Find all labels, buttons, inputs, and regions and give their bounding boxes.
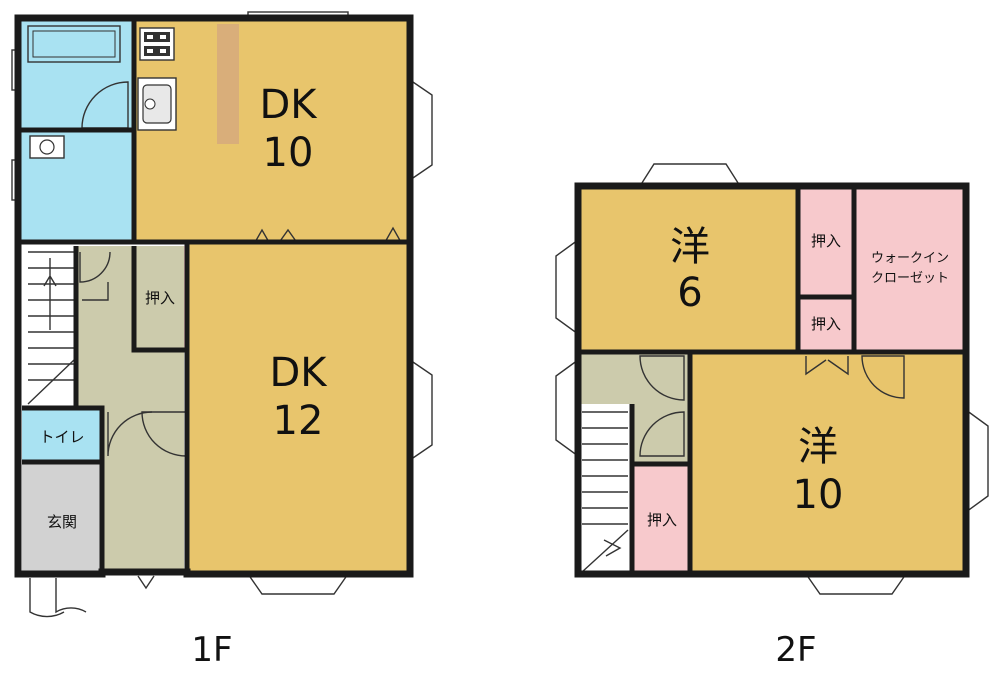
floor-1-plan [11, 11, 433, 618]
stair-area-2f [578, 404, 632, 574]
stairs-2f [581, 411, 629, 573]
toilet-cover [22, 410, 102, 462]
western6-size: 6 [677, 270, 702, 316]
closet-1f-label: 押入 [145, 289, 175, 307]
closet-2f-mid [800, 298, 852, 350]
floor-2-label: 2F [775, 630, 816, 670]
closet-2f-stairs [634, 464, 690, 574]
stairs-1f [27, 251, 75, 405]
walkin-closet-label-2: クローゼット [871, 271, 949, 286]
dk12-room [187, 242, 410, 574]
walkin-closet [856, 186, 966, 352]
entrance-room [22, 464, 102, 572]
entrance-label: 玄関 [47, 513, 77, 531]
dk10-room [134, 18, 410, 242]
closet-2f-mid-label: 押入 [811, 315, 841, 333]
western10-size: 10 [793, 472, 844, 518]
closet-2f-top [800, 186, 852, 296]
western10-room [690, 352, 966, 574]
kitchen-counter [217, 24, 239, 144]
closet-2f-stairs-label: 押入 [647, 511, 677, 529]
western10-label: 洋 [798, 424, 838, 470]
stove-icon [139, 27, 175, 61]
bathtub-icon [27, 25, 121, 63]
sink-icon [137, 77, 177, 131]
floor-1-label: 1F [191, 630, 232, 670]
toilet-label: トイレ [39, 428, 84, 446]
floor-2-plan [555, 163, 989, 595]
walkin-closet-label-1: ウォークイン [871, 251, 949, 266]
western6-label: 洋 [670, 224, 710, 270]
dk10-label: DK [259, 82, 318, 128]
western6-room [578, 186, 796, 352]
closet-2f-top-label: 押入 [811, 232, 841, 250]
washbasin-icon [29, 135, 65, 159]
dk12-size: 12 [273, 398, 324, 444]
dk10-size: 10 [263, 130, 314, 176]
dk12-label: DK [269, 350, 328, 396]
